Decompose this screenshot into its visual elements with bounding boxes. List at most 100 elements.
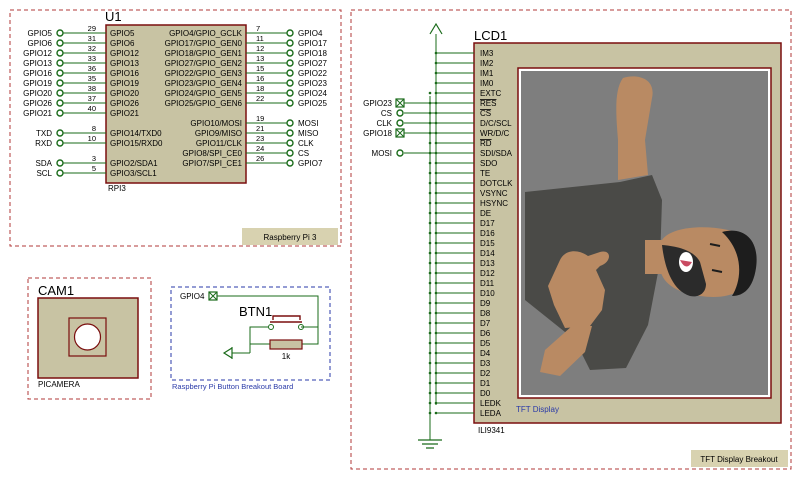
bus-junction <box>434 381 438 385</box>
gnd-junction <box>428 181 432 185</box>
net-terminal-icon[interactable] <box>56 169 64 177</box>
net-terminal-icon[interactable] <box>56 89 64 97</box>
net-terminal-icon[interactable] <box>56 109 64 117</box>
net-terminal-icon[interactable] <box>286 129 294 137</box>
lcd-pin-name: LEDK <box>480 399 502 408</box>
button-terminal-cross <box>208 291 218 301</box>
rpi-part: RPI3 <box>108 184 126 193</box>
net-terminal-icon[interactable] <box>286 119 294 127</box>
gnd-junction <box>428 161 432 165</box>
figure-eye-right <box>711 269 723 273</box>
rpi-left-pin-name: GPIO15/RXD0 <box>110 139 163 148</box>
pushbutton-node-left <box>268 324 274 330</box>
rpi-right-pin-name: GPIO7/SPI_CE1 <box>182 159 242 168</box>
net-terminal-icon[interactable] <box>286 99 294 107</box>
net-terminal-icon[interactable] <box>286 79 294 87</box>
gnd-junction <box>428 221 432 225</box>
rpi-right-net-label: CLK <box>298 139 314 148</box>
rpi-section: Raspberry Pi 3 U1 RPI3 GPIO529GPIO5GPIO6… <box>9 9 342 247</box>
bus-junction <box>434 281 438 285</box>
net-terminal-icon[interactable] <box>56 99 64 107</box>
net-terminal-icon[interactable] <box>56 29 64 37</box>
net-terminal-icon[interactable] <box>56 49 64 57</box>
rpi-section-label-box <box>242 228 338 245</box>
lcd-pin-name: D13 <box>480 259 495 268</box>
button-net-label: GPIO4 <box>180 292 205 301</box>
net-terminal-icon[interactable] <box>56 69 64 77</box>
gnd-junction <box>428 411 432 415</box>
rpi-right-net-label: GPIO25 <box>298 99 327 108</box>
lcd-pin-name: RES <box>480 99 496 108</box>
net-terminal-icon[interactable] <box>286 69 294 77</box>
rpi-right-net-label: CS <box>298 149 309 158</box>
net-terminal-icon[interactable] <box>286 149 294 157</box>
rpi-right-pins: GPIO4/GPIO_GCLK7GPIO4GPIO17/GPIO_GEN011G… <box>165 24 328 168</box>
net-terminal-icon[interactable] <box>286 139 294 147</box>
rpi-left-net-label: GPIO26 <box>23 99 52 108</box>
net-terminal-icon[interactable] <box>286 49 294 57</box>
rpi-left-pin-name: GPIO20 <box>110 89 139 98</box>
net-terminal-icon[interactable] <box>396 119 404 127</box>
net-terminal-icon[interactable] <box>56 59 64 67</box>
lcd-pin-name: D6 <box>480 329 491 338</box>
rpi-left-net-label: SCL <box>36 169 52 178</box>
terminal-cross <box>395 98 405 108</box>
figure-hair <box>722 230 757 296</box>
net-terminal-icon[interactable] <box>286 159 294 167</box>
rpi-right-pin-name: GPIO25/GPIO_GEN6 <box>165 99 243 108</box>
net-terminal-icon[interactable] <box>396 149 404 157</box>
button-ref: BTN1 <box>239 304 272 319</box>
figure-raised-arm <box>616 76 653 180</box>
camera-lens-icon <box>73 323 102 351</box>
bus-junction <box>434 411 438 415</box>
figure-eye-left <box>709 243 721 247</box>
rpi-left-pin-number: 33 <box>88 54 96 63</box>
net-terminal-icon[interactable] <box>396 109 404 117</box>
rpi-left-pin-number: 5 <box>92 164 96 173</box>
bus-junction <box>434 351 438 355</box>
net-terminal-icon[interactable] <box>56 159 64 167</box>
gnd-junction <box>428 361 432 365</box>
lcd-net-label: CS <box>381 109 392 118</box>
net-terminal-icon[interactable] <box>286 59 294 67</box>
rpi-left-pin-name: GPIO13 <box>110 59 139 68</box>
lcd-pin-name: CS <box>480 109 491 118</box>
rpi-right-pin-number: 24 <box>256 144 264 153</box>
net-terminal-icon[interactable] <box>286 39 294 47</box>
bus-junction <box>434 311 438 315</box>
lcd-pin-name: IM1 <box>480 69 494 78</box>
lcd-pin-name: IM3 <box>480 49 494 58</box>
rpi-section-label: Raspberry Pi 3 <box>264 233 317 242</box>
bus-junction <box>434 191 438 195</box>
rpi-right-net-label: GPIO17 <box>298 39 327 48</box>
lcd-pin-name: TE <box>480 169 490 178</box>
rpi-left-pin-number: 38 <box>88 84 96 93</box>
net-terminal-icon[interactable] <box>56 79 64 87</box>
rpi-left-pin-number: 3 <box>92 154 96 163</box>
rpi-right-pin-name: GPIO27/GPIO_GEN2 <box>165 59 243 68</box>
rpi-section-border <box>9 9 342 247</box>
lcd-section-label-box <box>691 450 788 467</box>
bus-junction <box>434 91 438 95</box>
net-terminal-icon[interactable] <box>286 89 294 97</box>
rpi-right-pin-number: 26 <box>256 154 264 163</box>
button-section-label: Raspberry Pi Button Breakout Board <box>172 382 293 391</box>
rpi-left-pin-name: GPIO16 <box>110 69 139 78</box>
bus-junction <box>434 211 438 215</box>
net-terminal-icon[interactable] <box>286 29 294 37</box>
net-terminal-icon[interactable] <box>56 129 64 137</box>
net-terminal-icon[interactable] <box>56 39 64 47</box>
button-section: GPIO4 BTN1 1k Raspberry Pi Button Breako… <box>170 286 331 391</box>
bus-junction <box>434 171 438 175</box>
gnd-junction <box>428 231 432 235</box>
rpi-right-pin-number: 11 <box>256 34 264 43</box>
gnd-junction <box>428 91 432 95</box>
rpi-left-pins: GPIO529GPIO5GPIO631GPIO6GPIO1232GPIO12GP… <box>23 24 163 178</box>
bus-junction <box>434 201 438 205</box>
rpi-left-net-label: GPIO19 <box>23 79 52 88</box>
bus-junction <box>434 331 438 335</box>
net-terminal-icon[interactable] <box>56 139 64 147</box>
bus-junction <box>434 391 438 395</box>
gnd-junction <box>428 291 432 295</box>
